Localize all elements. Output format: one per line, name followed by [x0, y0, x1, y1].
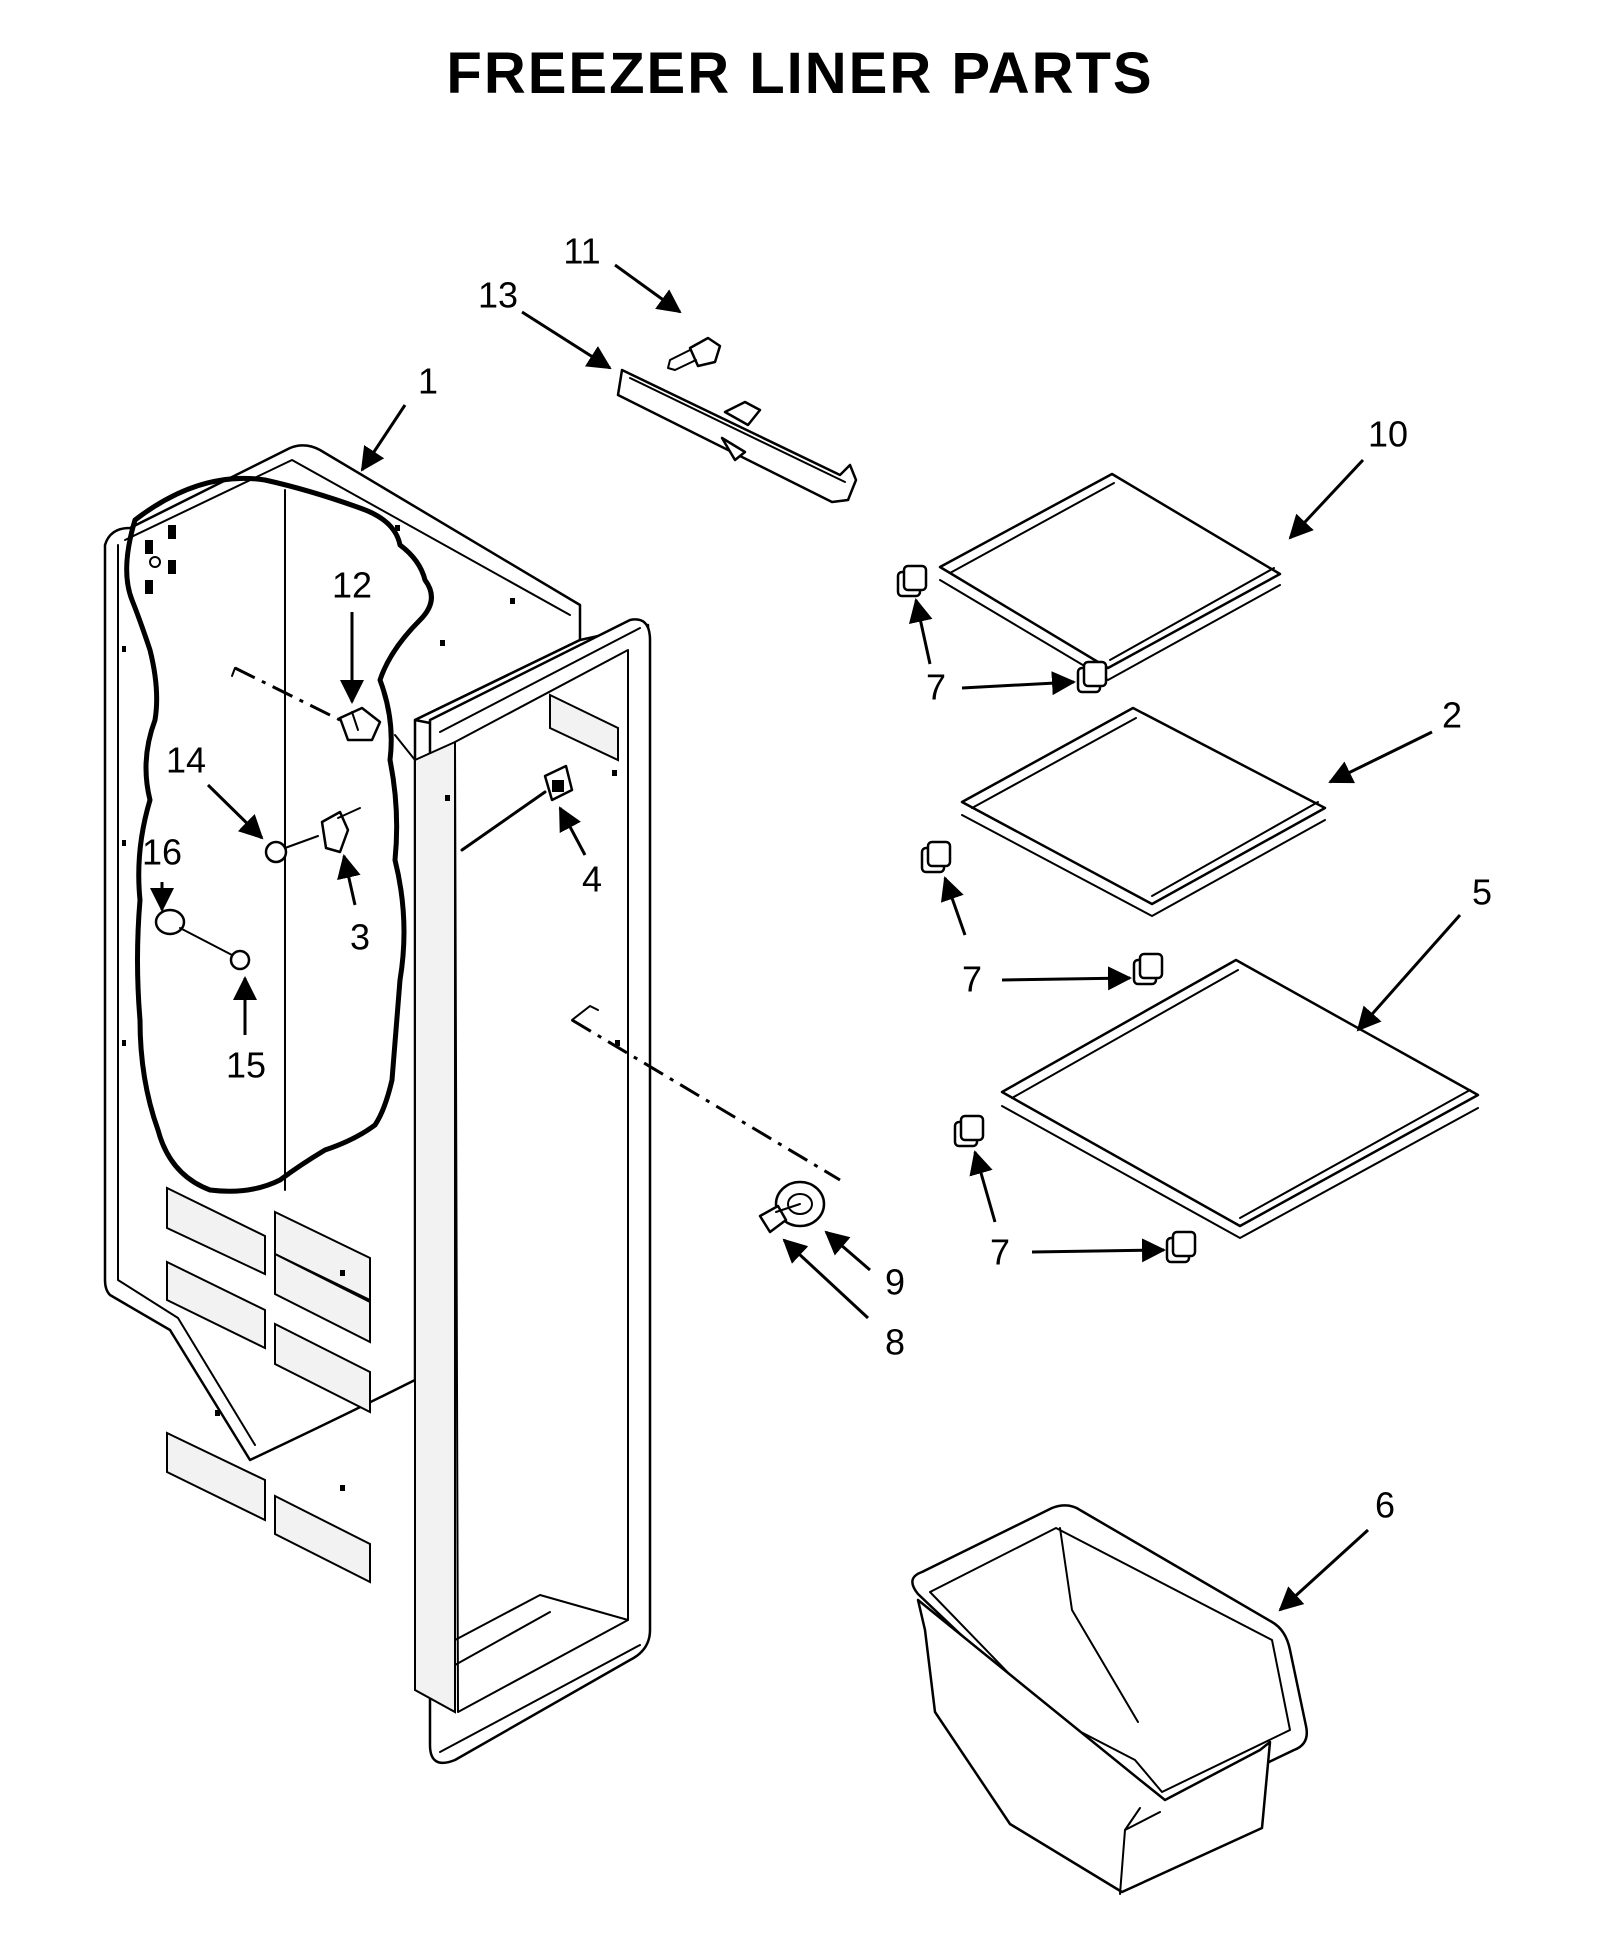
freezer-liner	[103, 444, 652, 1765]
leader-arrows	[150, 263, 1462, 1612]
callout-4: 4	[582, 859, 602, 900]
bumper-16	[154, 908, 186, 936]
shelf-support	[920, 840, 952, 874]
liner-mounting-holes	[122, 525, 620, 1491]
liner-cutaway-outline	[124, 475, 434, 1194]
shelf-10	[938, 472, 1282, 681]
callout-13: 13	[478, 275, 518, 316]
shelf-support	[1076, 660, 1108, 694]
callout-12: 12	[332, 565, 372, 606]
callout-2: 2	[1442, 695, 1462, 736]
clip-12	[338, 706, 382, 742]
callout-7-bottom: 7	[990, 1232, 1010, 1273]
shelf-5	[1000, 958, 1480, 1239]
assembly-hook	[571, 1005, 599, 1021]
callout-5: 5	[1472, 872, 1492, 913]
assembly-line-12	[234, 666, 341, 722]
screw-8	[758, 1203, 801, 1234]
bin-6	[911, 1504, 1308, 1895]
callout-14: 14	[166, 740, 206, 781]
callout-11: 11	[563, 231, 600, 272]
callout-3: 3	[350, 917, 370, 958]
shelf-2	[960, 706, 1327, 917]
switch-4	[543, 764, 574, 802]
assembly-pin	[231, 667, 236, 677]
callout-7-top: 7	[926, 667, 946, 708]
callout-1: 1	[418, 361, 438, 402]
callout-6: 6	[1375, 1485, 1395, 1526]
top-bracket	[616, 368, 858, 504]
callout-16: 16	[142, 832, 182, 873]
assembly-line-8	[571, 1018, 841, 1182]
callout-10: 10	[1368, 414, 1408, 455]
callout-7-middle: 7	[962, 959, 982, 1000]
shelf-support	[1132, 952, 1164, 986]
shelf-supports-7	[896, 564, 1197, 1264]
callout-15: 15	[226, 1045, 266, 1086]
callout-labels: 1 2 3 4 5 6 7 7 7 8 9 10 11 12 13 14 15 …	[142, 231, 1492, 1526]
callout-8: 8	[885, 1322, 905, 1363]
assembly-line-4	[460, 790, 547, 852]
shelf-support	[953, 1114, 985, 1148]
page-title: FREEZER LINER PARTS	[446, 41, 1154, 106]
screw-11	[667, 336, 722, 371]
liner-vents	[166, 693, 619, 1584]
shelf-support	[896, 564, 928, 598]
shelf-support	[1165, 1230, 1197, 1264]
pin-15	[179, 927, 251, 971]
bracket-3	[320, 807, 361, 854]
screw-14	[264, 835, 319, 864]
callout-9: 9	[885, 1262, 905, 1303]
